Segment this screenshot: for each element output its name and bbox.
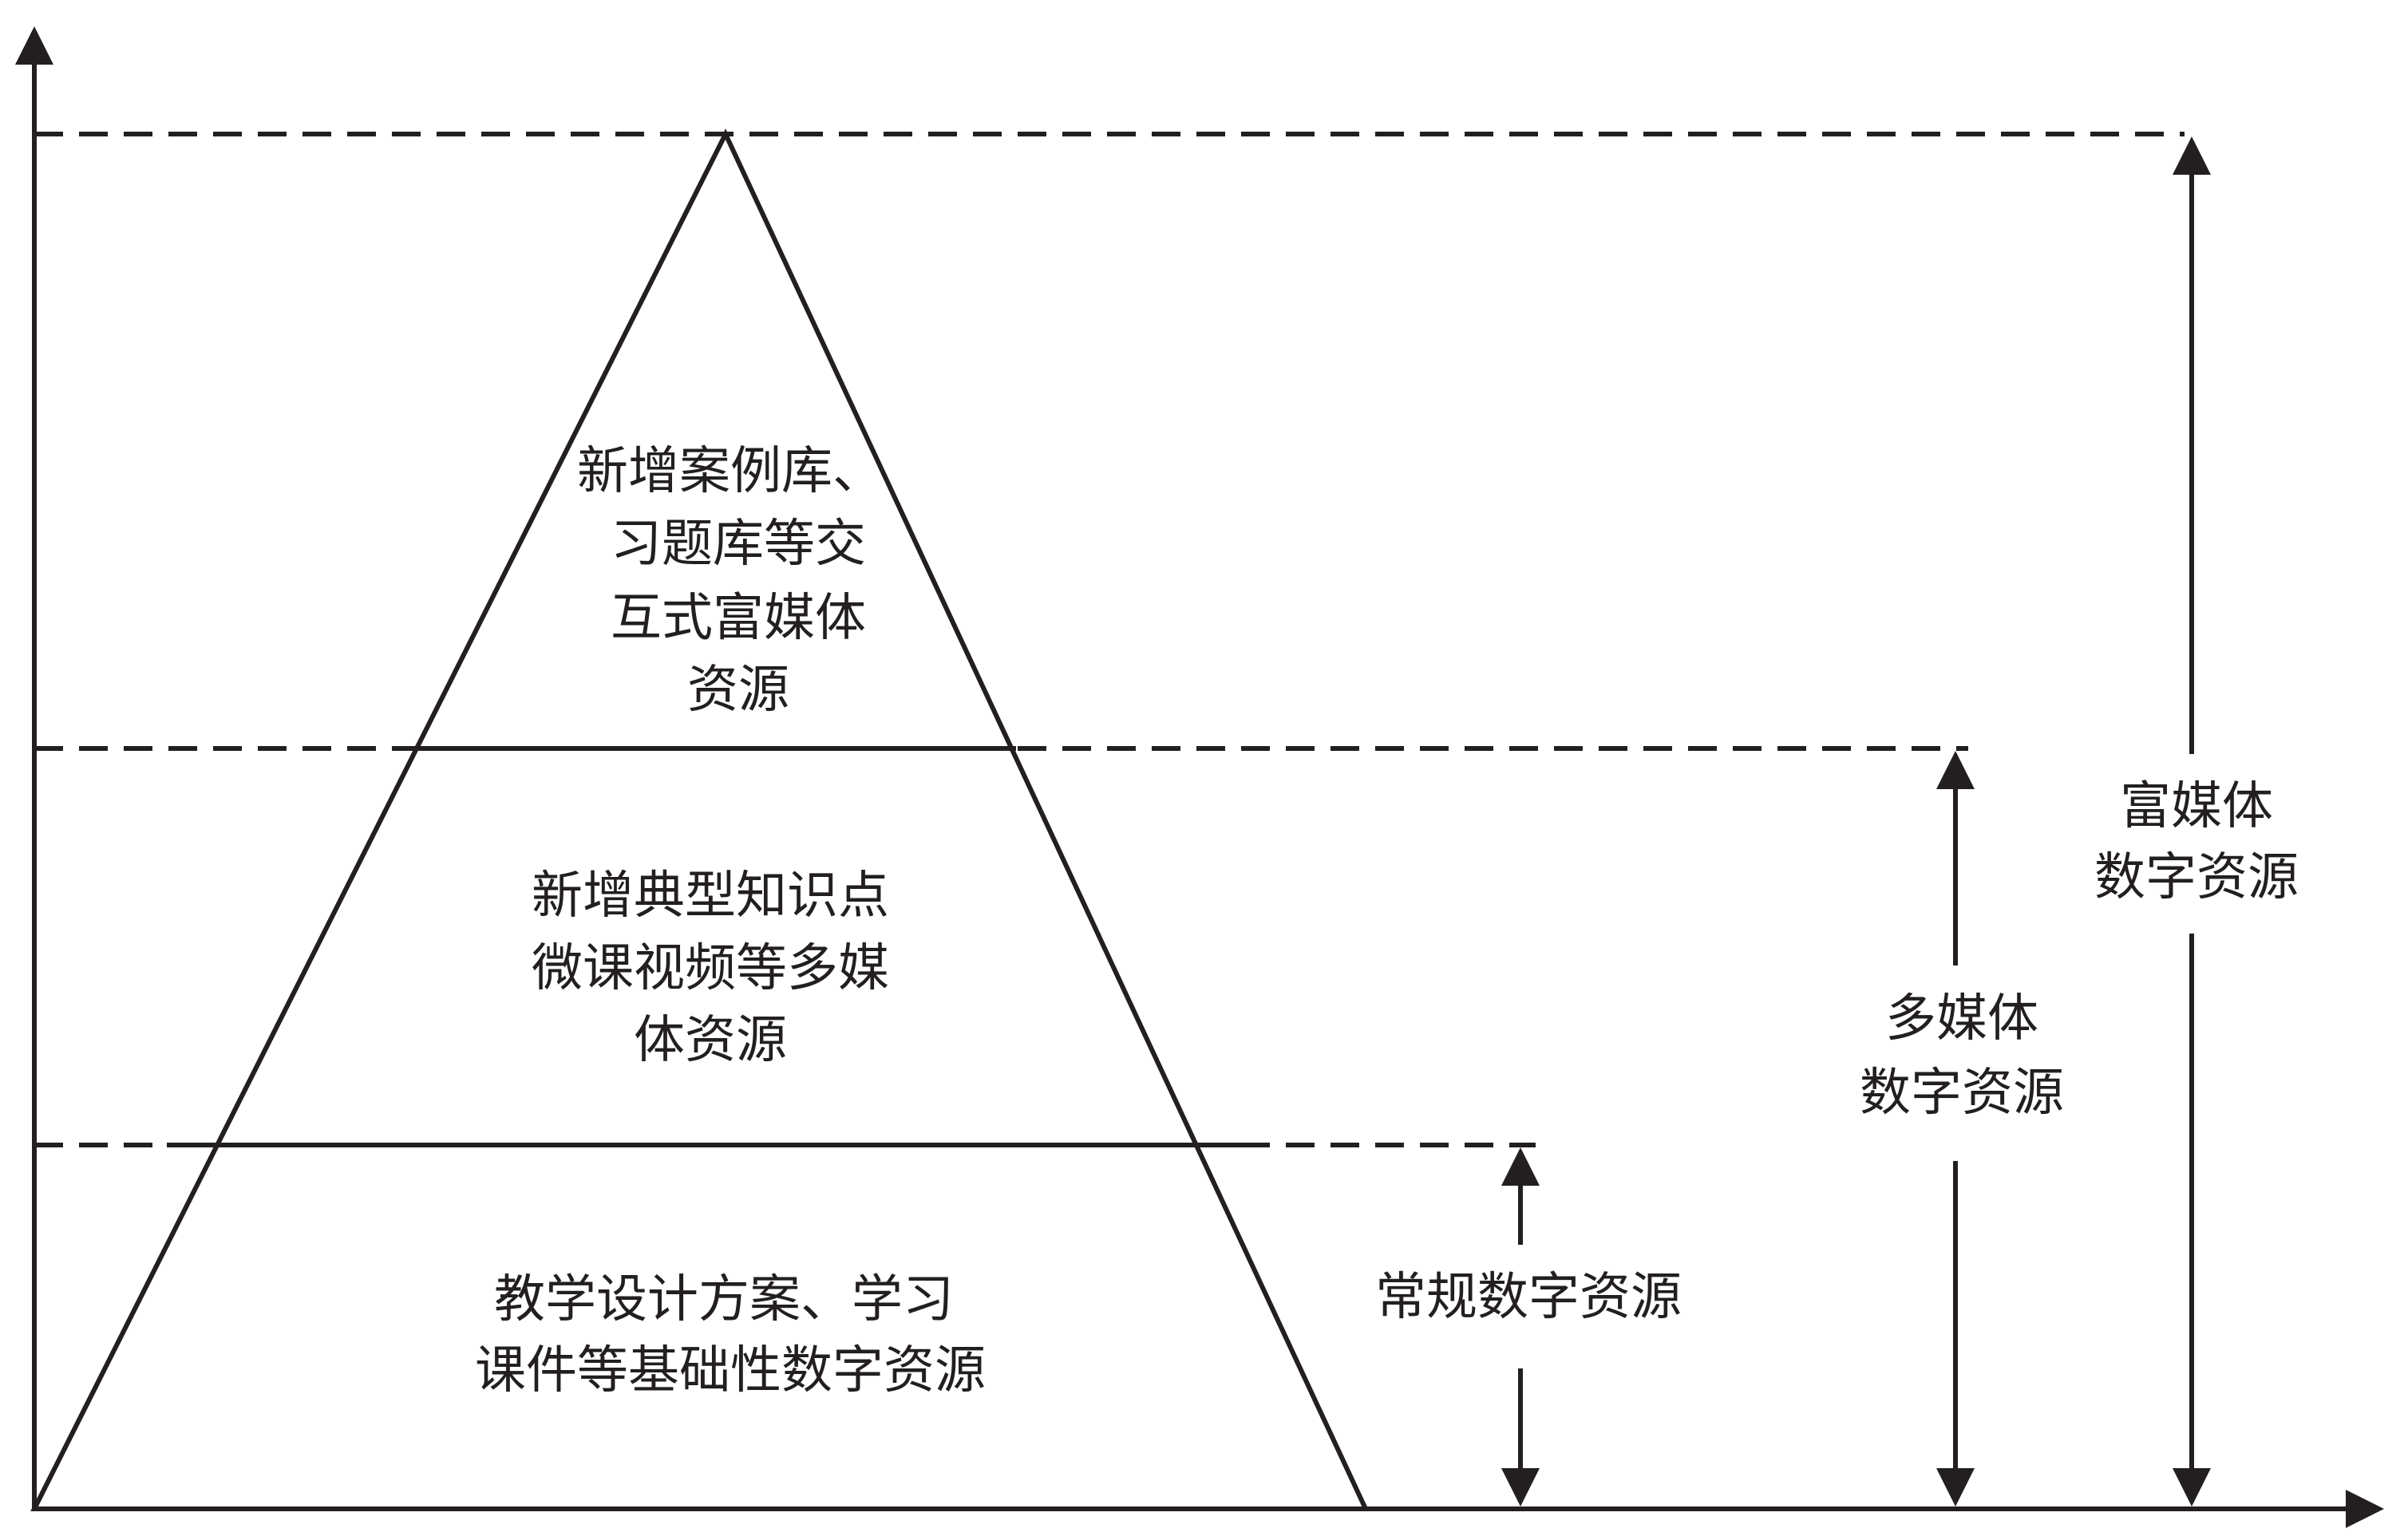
label-line: 体资源: [634, 1011, 787, 1070]
label-line: 数字资源: [2094, 848, 2299, 907]
pyramid-middle-label: 新增典型知识点 微课视频等多媒 体资源: [532, 867, 889, 1070]
label-line: 多媒体: [1885, 989, 2038, 1048]
label-line: 新增案例库、: [577, 442, 884, 501]
label-line: 互式富媒体: [611, 589, 866, 648]
label-line: 数字资源: [1860, 1064, 2064, 1123]
label-line: 常规数字资源: [1375, 1268, 1682, 1327]
label-line: 微课视频等多媒: [532, 939, 889, 998]
rich-media-range-label: 富媒体 数字资源: [2094, 777, 2299, 907]
label-line: 教学设计方案、学习: [494, 1270, 954, 1329]
regular-range-label: 常规数字资源: [1375, 1268, 1682, 1327]
pyramid-top-label: 新增案例库、 习题库等交 互式富媒体 资源: [577, 442, 884, 720]
pyramid-outline: [30, 128, 1370, 1511]
label-line: 资源: [687, 661, 789, 720]
label-line: 习题库等交: [611, 515, 866, 574]
label-line: 课件等基础性数字资源: [475, 1341, 986, 1400]
label-line: 富媒体: [2120, 777, 2273, 836]
label-line: 新增典型知识点: [532, 867, 889, 926]
multimedia-range-label: 多媒体 数字资源: [1860, 989, 2064, 1123]
pyramid-bottom-label: 教学设计方案、学习 课件等基础性数字资源: [475, 1270, 986, 1400]
